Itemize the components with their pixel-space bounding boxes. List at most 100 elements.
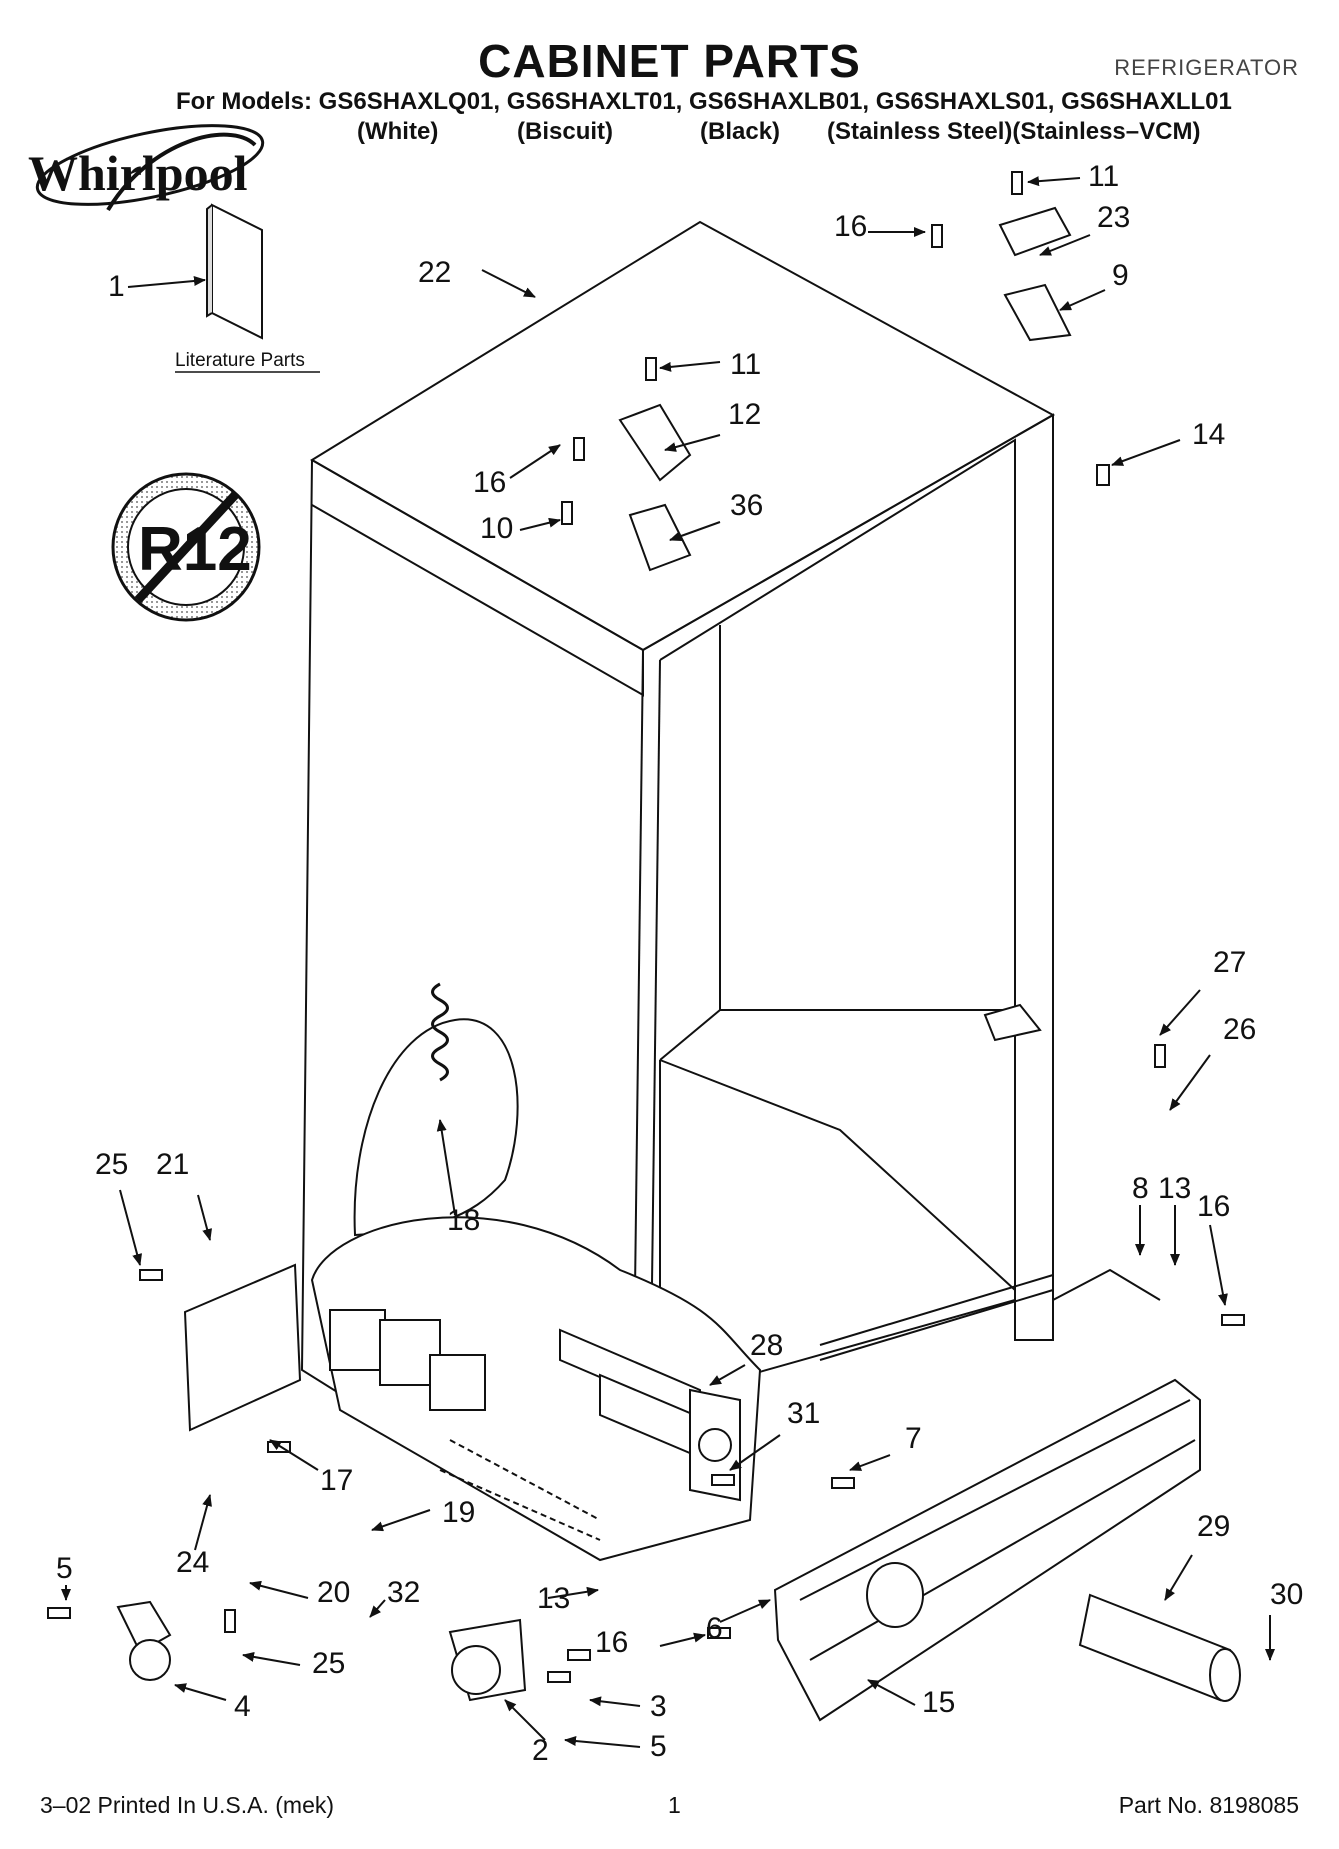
- callout-label-19: 19: [442, 1496, 475, 1529]
- callout-label-11: 11: [730, 348, 761, 381]
- callout-label-11: 11: [1088, 160, 1119, 193]
- callout-label-7: 7: [905, 1422, 922, 1455]
- callout-leader-11: [659, 361, 721, 372]
- callout-leader-14: [1111, 439, 1181, 466]
- color-biscuit: (Biscuit): [517, 118, 613, 145]
- callout-label-13: 13: [537, 1582, 570, 1615]
- no-r12-badge: R12: [111, 472, 261, 622]
- upper-hinge-cover: [998, 206, 1072, 257]
- callout-leader-3: [589, 1696, 641, 1707]
- screws: [47, 171, 1245, 1683]
- callout-leader-13: [547, 1586, 599, 1599]
- callout-label-29: 29: [1197, 1510, 1230, 1543]
- rear-roller: [129, 1639, 171, 1681]
- callout-leaders: [61, 176, 1275, 1748]
- r12-text: R12: [138, 515, 252, 584]
- clip: [1096, 464, 1110, 486]
- callout-label-16: 16: [473, 466, 506, 499]
- compressor-components: [329, 1309, 601, 1541]
- callout-leader-23: [1039, 234, 1091, 256]
- callout-leader-19: [371, 1509, 431, 1532]
- callout-label-17: 17: [320, 1464, 353, 1497]
- callout-label-30: 30: [1270, 1578, 1303, 1611]
- callout-leader-25: [242, 1651, 301, 1666]
- callout-label-36: 36: [730, 489, 763, 522]
- callout-label-6: 6: [706, 1612, 723, 1645]
- literature-book: Literature Parts: [175, 203, 320, 373]
- callout-label-4: 4: [234, 1690, 251, 1723]
- hinge-cover: [618, 403, 692, 482]
- roller-bracket: [116, 1600, 172, 1654]
- drain-tube: [431, 982, 449, 1082]
- callout-label-12: 12: [728, 398, 761, 431]
- callout-leader-2: [504, 1699, 546, 1741]
- callout-leader-36: [669, 521, 721, 541]
- models-line: For Models: GS6SHAXLQ01, GS6SHAXLT01, GS…: [176, 88, 1232, 115]
- callout-leader-16: [509, 444, 561, 479]
- callout-leader-5: [564, 1736, 641, 1748]
- callout-leader-27: [1159, 989, 1201, 1036]
- callout-label-22: 22: [418, 256, 451, 289]
- callout-label-18: 18: [447, 1204, 480, 1237]
- callout-leader-6: [719, 1599, 771, 1623]
- callout-leader-1: [127, 276, 206, 288]
- hinge: [628, 503, 692, 572]
- literature-parts-label: Literature Parts: [175, 350, 305, 371]
- callout-label-5: 5: [650, 1730, 667, 1763]
- callout-leader-31: [729, 1434, 781, 1471]
- callout-leader-26: [1169, 1054, 1211, 1111]
- callout-label-2: 2: [532, 1734, 549, 1767]
- callout-leader-25: [119, 1189, 142, 1266]
- upper-hinge: [1003, 283, 1072, 342]
- callout-leader-17: [269, 1439, 319, 1471]
- callout-label-25: 25: [95, 1148, 128, 1181]
- water-filter: [1078, 1593, 1241, 1702]
- callout-label-16: 16: [595, 1626, 628, 1659]
- callout-label-5: 5: [56, 1552, 73, 1585]
- front-roller: [451, 1645, 501, 1695]
- color-stainless: (Stainless Steel)(Stainless–VCM): [827, 118, 1201, 145]
- callout-label-27: 27: [1213, 946, 1246, 979]
- callout-label-20: 20: [317, 1576, 350, 1609]
- callout-label-9: 9: [1112, 259, 1129, 292]
- callout-leader-12: [664, 434, 721, 452]
- color-black: (Black): [700, 118, 781, 145]
- whirlpool-logo: Whirlpool: [28, 124, 265, 212]
- relay-box: [329, 1309, 386, 1371]
- footer-part-number: Part No. 8198085: [1118, 1792, 1299, 1818]
- callout-leader-4: [174, 1683, 227, 1701]
- callout-leader-11: [1027, 176, 1081, 187]
- callout-label-23: 23: [1097, 201, 1130, 234]
- refrigerator-cabinet: [300, 220, 1161, 1562]
- callout-leader-29: [1164, 1554, 1193, 1601]
- callout-leader-22: [481, 269, 536, 298]
- lower-hinge: [983, 1003, 1042, 1042]
- whirlpool-logo-text: Whirlpool: [28, 145, 248, 201]
- callout-label-10: 10: [480, 512, 513, 545]
- callout-leader-18: [436, 1119, 456, 1216]
- callout-label-3: 3: [650, 1690, 667, 1723]
- callout-label-24: 24: [176, 1546, 209, 1579]
- callout-leader-9: [1059, 289, 1106, 311]
- footer-printed: 3–02 Printed In U.S.A. (mek): [40, 1792, 335, 1818]
- callout-leader-10: [519, 517, 561, 531]
- document-type: REFRIGERATOR: [1114, 55, 1299, 80]
- callout-leader-15: [867, 1679, 916, 1706]
- callout-label-16: 16: [1197, 1190, 1230, 1223]
- callout-label-26: 26: [1223, 1013, 1256, 1046]
- footer-page-number: 1: [668, 1792, 681, 1818]
- callout-labels: 1234556789101111121313141516161616171819…: [56, 160, 1303, 1767]
- toe-grille: [773, 1378, 1201, 1722]
- callout-label-14: 14: [1192, 418, 1225, 451]
- callout-leader-7: [849, 1454, 891, 1471]
- callout-label-8: 8: [1132, 1172, 1149, 1205]
- callout-label-32: 32: [387, 1576, 420, 1609]
- callout-leader-16: [1209, 1224, 1228, 1306]
- callout-label-16: 16: [834, 210, 867, 243]
- callout-leader-20: [249, 1580, 309, 1599]
- callout-label-28: 28: [750, 1329, 783, 1362]
- callout-leader-28: [709, 1364, 746, 1386]
- relay-box: [429, 1354, 486, 1411]
- callout-label-25: 25: [312, 1647, 345, 1680]
